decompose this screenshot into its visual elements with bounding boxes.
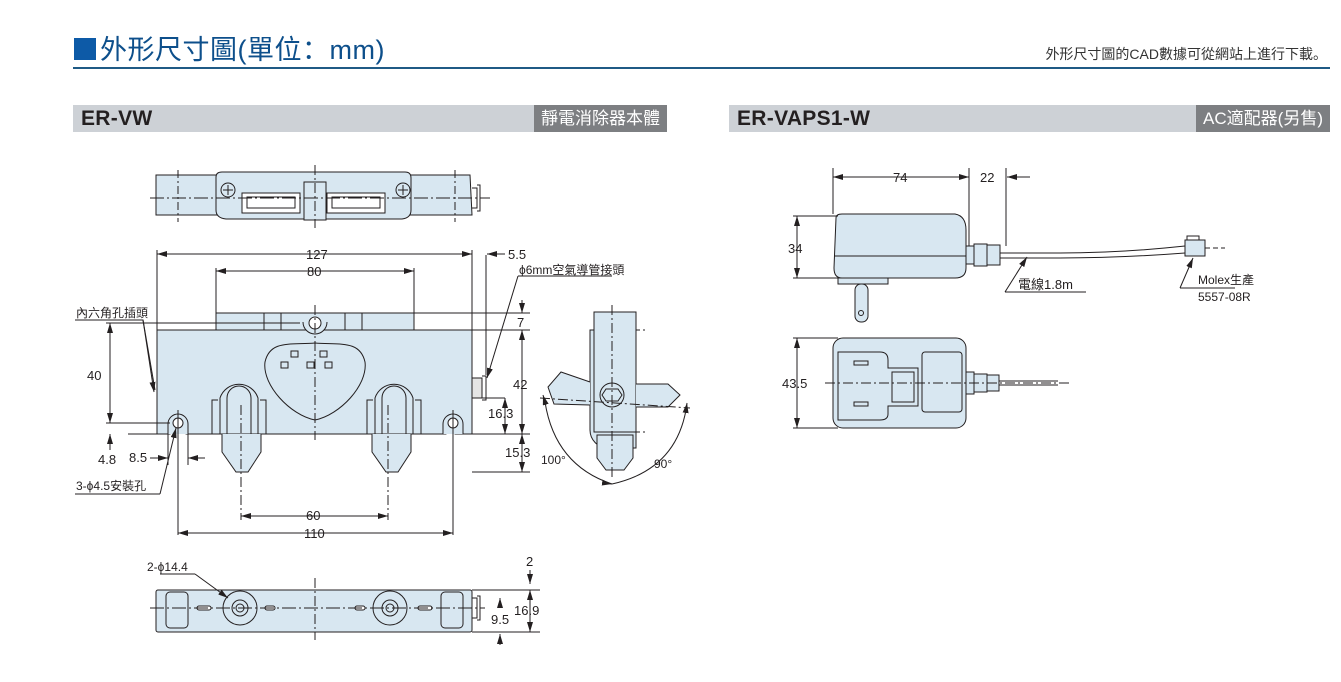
callout-air-fitting: ϕ6mm空氣導管接頭: [519, 262, 624, 277]
cad-download-note: 外形尺寸圖的CAD數據可從網站上進行下載。: [1045, 46, 1327, 62]
model-name: ER-VAPS1-W: [737, 107, 871, 130]
dim-angle-left: 100°: [541, 453, 566, 467]
dim-fitting-center: 9.5: [491, 612, 509, 627]
er-vw-top-view: [150, 165, 490, 228]
dim-top-width: 80: [307, 264, 321, 279]
er-vw-labels: 127 80 5.5 ϕ6mm空氣導管接頭 內六角孔插頭 7 40 42 16.…: [76, 247, 672, 627]
callout-hex-socket: 內六角孔插頭: [76, 306, 148, 320]
er-vw-bottom-view: [150, 570, 540, 645]
adapter-labels: 74 22 34 電線1.8m Molex生產 5557-08R 43.5: [782, 170, 1254, 391]
title-square-icon: [74, 38, 96, 60]
section-header-er-vw: ER-VW 靜電消除器本體: [73, 105, 667, 132]
page-title: 外形尺寸圖(單位：mm): [74, 28, 385, 67]
dim-overall-width: 127: [306, 247, 328, 262]
nozzle-left: [211, 383, 267, 473]
dim-body-height-left: 40: [87, 368, 101, 383]
section-header-er-vaps1-w: ER-VAPS1-W AC適配器(另售): [729, 105, 1330, 132]
nozzle-right: [366, 383, 422, 473]
dim-angle-right: 90°: [654, 457, 672, 471]
dim-body-height-right: 42: [513, 377, 527, 392]
adapter-side-view: [793, 168, 1235, 323]
er-vw-front-view: [106, 305, 530, 535]
dim-fitting-protrusion: 5.5: [508, 247, 526, 262]
page-title-text: 外形尺寸圖(單位：mm): [100, 35, 385, 65]
model-name: ER-VW: [81, 107, 153, 130]
dim-fitting-height: 16.3: [488, 406, 513, 421]
er-vw-side-view: [539, 305, 691, 486]
callout-mount-holes: 3-ϕ4.5安裝孔: [76, 478, 146, 493]
product-tag: AC適配器(另售): [1196, 105, 1330, 132]
dim-bottom-step: 2: [526, 554, 533, 569]
dim-bushing-length: 22: [980, 170, 994, 185]
dim-hole-offset-x: 8.5: [129, 450, 147, 465]
title-underline: [73, 67, 1330, 69]
callout-nozzle-diameter: 2-ϕ14.4: [147, 560, 188, 574]
callout-cable: 電線1.8m: [1018, 277, 1073, 292]
product-tag: 靜電消除器本體: [534, 105, 667, 132]
er-vw-dimension-lines: [75, 250, 612, 536]
dim-top-step: 7: [517, 315, 524, 330]
screw-icon: [395, 182, 411, 198]
screw-icon: [220, 182, 236, 198]
callout-connector-maker: Molex生產: [1198, 272, 1254, 287]
dim-side-height: 34: [788, 241, 802, 256]
dim-hole-offset-y: 4.8: [98, 452, 116, 467]
dim-nozzle-length: 15.3: [505, 445, 530, 460]
dim-top-width: 43.5: [782, 376, 807, 391]
callout-connector-part: 5557-08R: [1198, 290, 1251, 304]
dim-nozzle-pitch: 60: [306, 508, 320, 523]
dim-body-length: 74: [893, 170, 907, 185]
adapter-top-view: [793, 337, 1070, 429]
dim-depth: 16.9: [514, 603, 539, 618]
dim-hole-pitch: 110: [304, 526, 325, 541]
